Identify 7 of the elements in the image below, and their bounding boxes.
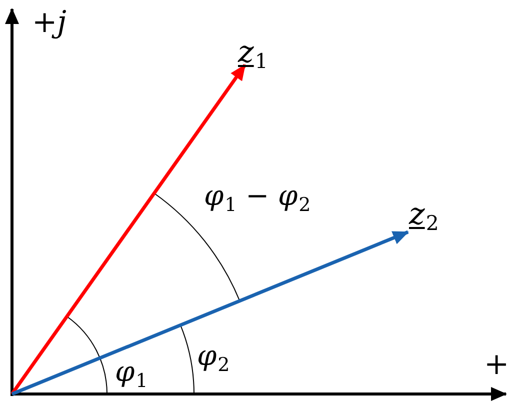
axis-label: +j bbox=[32, 8, 66, 38]
angle-label: φ$_{2}$ bbox=[197, 342, 230, 375]
angle-label: φ$_{1}$ bbox=[115, 358, 148, 391]
phasor-label: z$_{1}$ bbox=[238, 38, 268, 72]
angle-label: φ$_{1}$ − φ$_{2}$ bbox=[204, 182, 311, 215]
phasor-label: z$_{2}$ bbox=[409, 200, 439, 234]
axis-label: + bbox=[484, 350, 510, 380]
